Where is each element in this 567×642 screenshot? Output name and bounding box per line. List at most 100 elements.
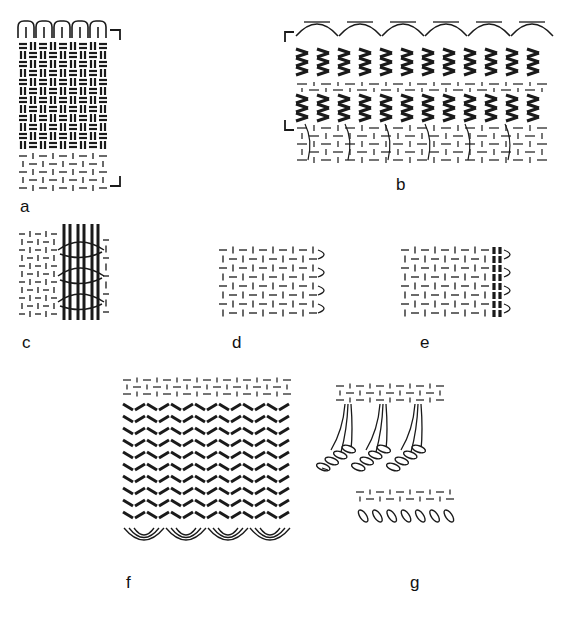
- thread: [441, 267, 449, 268]
- thread: [29, 106, 37, 108]
- thread: [289, 312, 297, 313]
- thread: [309, 312, 317, 313]
- thread: [19, 249, 25, 250]
- thread: [195, 404, 205, 410]
- thread: [74, 132, 76, 140]
- thread: [30, 132, 32, 140]
- thread: [517, 133, 518, 139]
- thread: [419, 391, 420, 396]
- thread: [19, 297, 25, 298]
- thread: [104, 87, 106, 95]
- thread: [454, 247, 455, 254]
- thread: [183, 404, 193, 410]
- thread: [176, 528, 196, 535]
- thread: [176, 392, 177, 397]
- thread: [21, 303, 22, 309]
- thread: [159, 440, 169, 446]
- thread: [59, 137, 67, 139]
- thread: [279, 488, 289, 494]
- thread: [429, 89, 439, 90]
- thread: [292, 283, 293, 290]
- thread: [505, 157, 506, 163]
- thread: [424, 256, 425, 263]
- thread: [219, 267, 227, 268]
- thread: [262, 310, 263, 317]
- thread: [18, 21, 34, 38]
- thread: [422, 62, 434, 66]
- thread: [318, 268, 324, 277]
- thread: [51, 265, 57, 266]
- thread: [321, 159, 331, 160]
- thread: [276, 392, 277, 397]
- thread: [50, 96, 52, 104]
- thread: [37, 303, 38, 309]
- thread: [135, 488, 145, 494]
- thread: [74, 60, 76, 68]
- thread: [309, 151, 319, 152]
- thread: [195, 428, 205, 434]
- thread: [506, 117, 518, 121]
- thread: [312, 247, 313, 254]
- thread: [481, 267, 489, 268]
- thread: [361, 157, 362, 163]
- thread: [195, 500, 205, 506]
- thread: [493, 133, 494, 139]
- thread: [90, 114, 92, 122]
- thread: [207, 488, 217, 494]
- thread: [506, 108, 518, 112]
- thread: [309, 135, 319, 136]
- thread: [399, 391, 400, 396]
- thread: [255, 512, 265, 518]
- thread: [39, 79, 47, 81]
- thread: [464, 71, 476, 75]
- thread: [317, 108, 329, 112]
- thread: [53, 255, 54, 261]
- thread: [59, 187, 67, 188]
- thread: [501, 89, 511, 90]
- thread: [414, 247, 415, 254]
- thread: [231, 512, 241, 518]
- thread: [183, 379, 191, 380]
- thread: [454, 265, 455, 272]
- thread: [498, 247, 501, 254]
- thread: [504, 250, 510, 259]
- thread: [135, 428, 145, 434]
- thread: [436, 385, 444, 386]
- thread: [443, 53, 455, 57]
- thread: [135, 416, 145, 422]
- thread: [461, 267, 469, 268]
- thread: [54, 132, 56, 140]
- thread: [279, 404, 289, 410]
- thread: [39, 101, 47, 103]
- thread: [102, 177, 103, 183]
- thread: [305, 124, 310, 160]
- weave-d: [219, 247, 324, 317]
- thread: [232, 265, 233, 272]
- thread: [32, 153, 33, 159]
- thread: [493, 149, 494, 155]
- thread: [79, 83, 87, 85]
- thread: [37, 271, 38, 277]
- thread: [404, 310, 405, 317]
- thread: [309, 294, 317, 295]
- thread: [255, 452, 265, 458]
- thread: [296, 62, 308, 66]
- thread: [135, 440, 145, 446]
- thread: [29, 124, 37, 126]
- thread: [60, 278, 102, 284]
- thread: [105, 246, 106, 253]
- cord-twist: [371, 508, 384, 523]
- thread: [338, 117, 350, 121]
- thread: [19, 233, 25, 234]
- thread: [289, 294, 297, 295]
- thread: [219, 440, 229, 446]
- thread: [49, 74, 57, 76]
- thread: [396, 385, 404, 386]
- thread: [147, 416, 157, 422]
- thread: [359, 71, 371, 75]
- thread: [393, 143, 403, 144]
- thread: [464, 108, 476, 112]
- thread: [453, 151, 463, 152]
- cord-twist: [428, 508, 441, 523]
- thread: [219, 476, 229, 482]
